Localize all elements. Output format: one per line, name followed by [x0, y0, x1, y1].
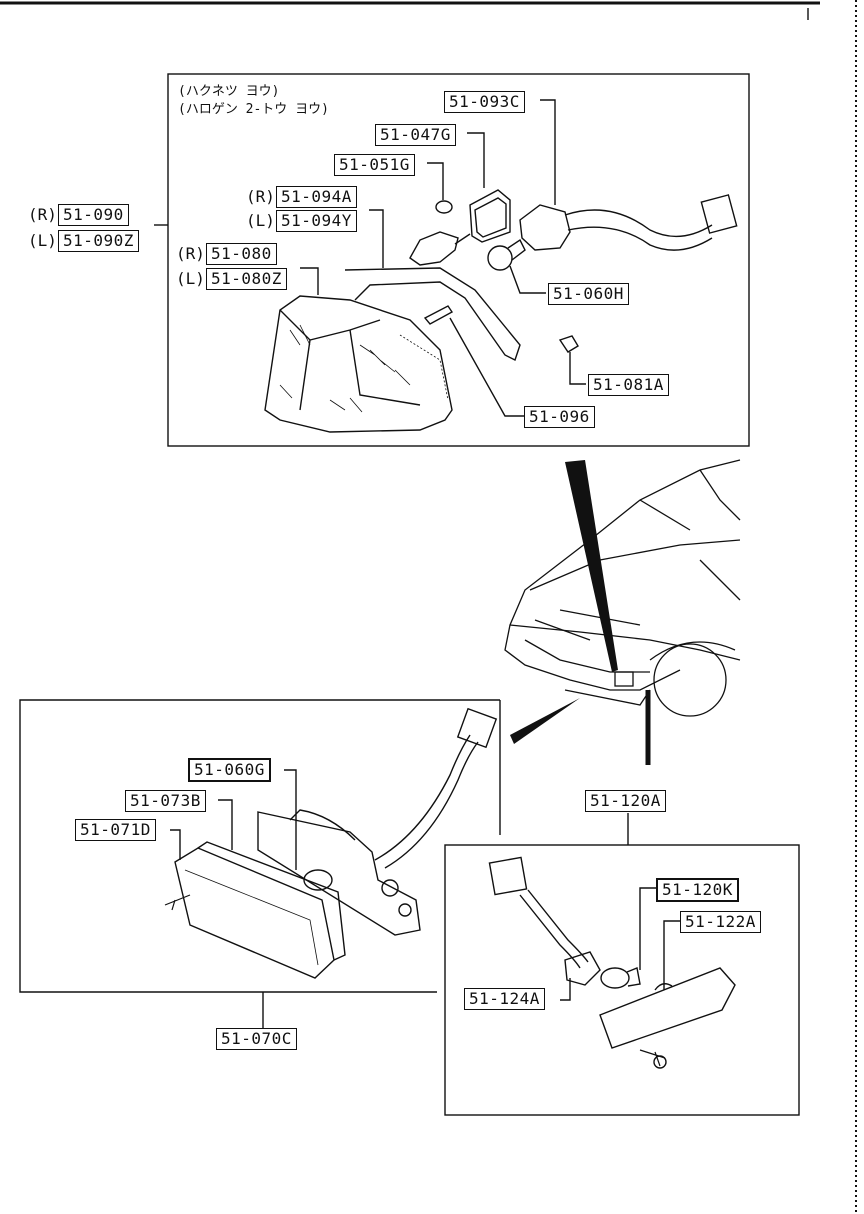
- part-label-51-080: 51-080: [206, 243, 277, 265]
- part-label-51-080Z: 51-080Z: [206, 268, 287, 290]
- side-mark-r: (R): [246, 187, 275, 206]
- part-label-51-073B: 51-073B: [125, 790, 206, 812]
- side-mark-l: (L): [28, 231, 57, 250]
- part-label-51-051G: 51-051G: [334, 154, 415, 176]
- part-label-51-090: 51-090: [58, 204, 129, 226]
- part-label-51-060G: 51-060G: [188, 758, 271, 782]
- side-mark-l: (L): [246, 211, 275, 230]
- side-mark-r: (R): [28, 205, 57, 224]
- part-label-51-093C: 51-093C: [444, 91, 525, 113]
- note-incandescent: (ハクネツ ヨウ): [178, 84, 280, 99]
- part-label-51-070C: 51-070C: [216, 1028, 297, 1050]
- part-label-51-122A: 51-122A: [680, 911, 761, 933]
- part-label-51-094A: 51-094A: [276, 186, 357, 208]
- part-label-51-060H: 51-060H: [548, 283, 629, 305]
- part-label-51-090Z: 51-090Z: [58, 230, 139, 252]
- side-mark-l: (L): [176, 269, 205, 288]
- part-label-51-081A: 51-081A: [588, 374, 669, 396]
- part-label-51-094Y: 51-094Y: [276, 210, 357, 232]
- part-label-51-047G: 51-047G: [375, 124, 456, 146]
- part-label-51-120K: 51-120K: [656, 878, 739, 902]
- side-mark-r: (R): [176, 244, 205, 263]
- part-label-51-096: 51-096: [524, 406, 595, 428]
- frame-side-marker: [444, 844, 800, 1116]
- frame-clearance-lamp: [19, 699, 500, 993]
- part-label-51-120A: 51-120A: [585, 790, 666, 812]
- frame-front-turn-lamp: [167, 73, 750, 447]
- note-halogen-two-lamp: (ハロゲン 2-トウ ヨウ): [178, 102, 329, 117]
- part-label-51-071D: 51-071D: [75, 819, 156, 841]
- part-label-51-124A: 51-124A: [464, 988, 545, 1010]
